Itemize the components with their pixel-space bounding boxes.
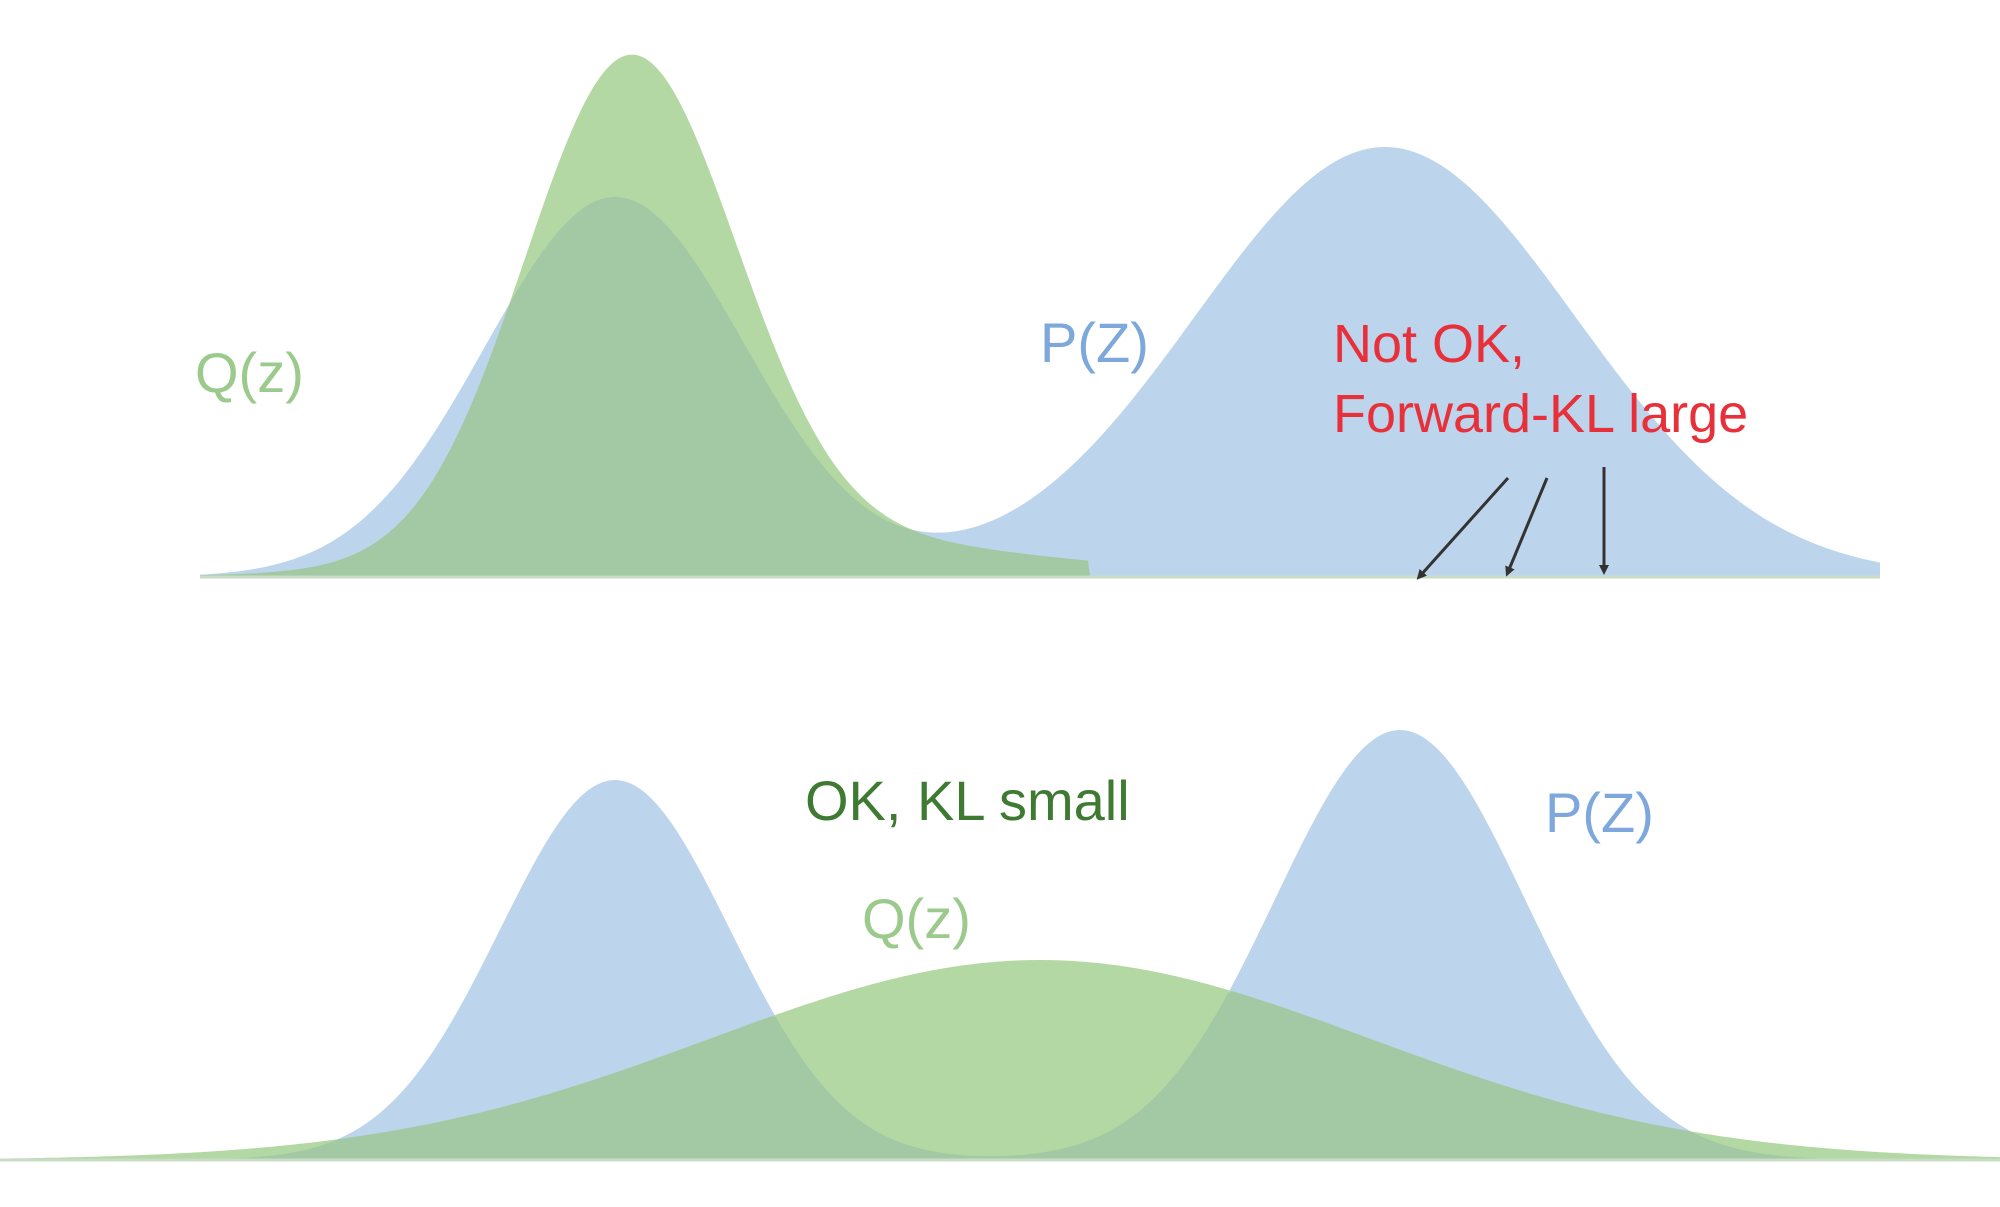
warning-label-line1: Not OK, [1333,314,1525,374]
warning-label-line2: Forward-KL large [1333,384,1748,444]
bottom-p-distribution-curve [0,730,2000,1160]
top-q-label: Q(z) [195,341,304,404]
top-p-label: P(Z) [1040,311,1149,374]
top-overlap-region [200,196,1090,577]
bottom-q-distribution-curve [0,960,2000,1160]
arrow-1 [1416,476,1510,580]
bottom-overlap-region [0,991,2000,1160]
arrow-2 [1505,477,1549,577]
bottom-q-label: Q(z) [862,887,971,950]
bottom-p-label: P(Z) [1545,781,1654,844]
bottom-panel: OK, KL small Q(z) P(Z) [0,730,2000,1162]
top-panel: Q(z) P(Z) Not OK, Forward-KL large [195,54,1880,580]
ok-label: OK, KL small [805,769,1130,832]
